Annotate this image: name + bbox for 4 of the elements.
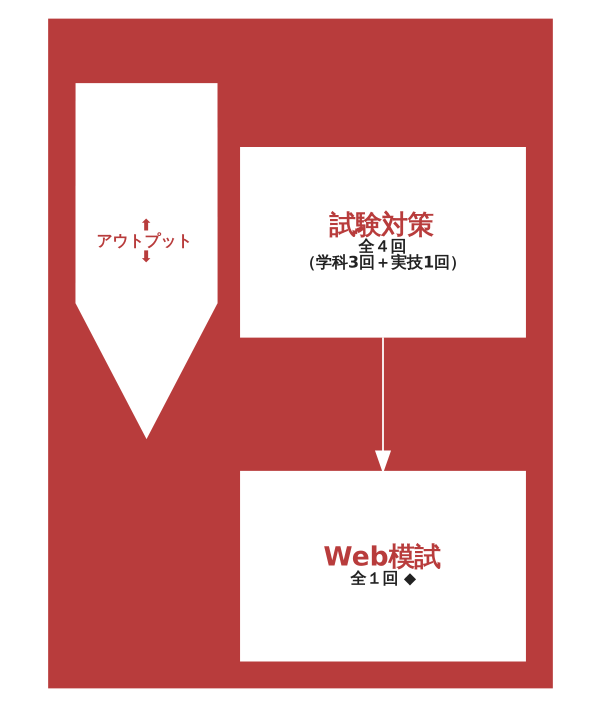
arrow [374,338,391,474]
node-box: 試験対策 全４回 （学科3回＋実技1回） [240,147,526,338]
cluster [48,18,552,688]
node-box: Web模試 全１回 ◆ [240,470,526,662]
